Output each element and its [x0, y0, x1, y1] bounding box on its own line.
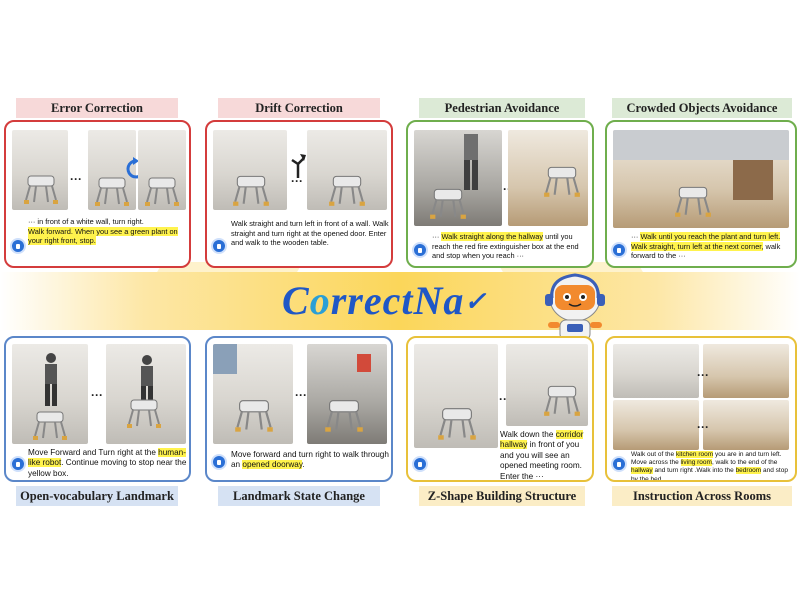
label-error-correction: Error Correction [16, 98, 178, 118]
scene-photo [213, 344, 293, 444]
scene-photo [613, 400, 699, 450]
scene-photo [613, 130, 789, 228]
scene-photo [506, 344, 588, 426]
robot-dog [127, 399, 161, 428]
instruction-text: Walk down the corridor hallway in front … [500, 430, 584, 481]
robot-dog [235, 400, 273, 432]
card-across-rooms: ··· ··· Walk out of the kitchen room you… [605, 336, 797, 482]
ellipsis: ··· [697, 420, 709, 434]
ellipsis: ··· [70, 172, 82, 186]
humanoid-robot [45, 353, 57, 406]
label-open-vocab: Open-vocabulary Landmark [16, 486, 178, 506]
fire-extinguisher-box [357, 354, 371, 372]
speaker-icon [10, 456, 26, 472]
scene-photo [508, 130, 588, 226]
card-error-correction: ··· ··· in front of a white wall, turn r… [4, 120, 191, 268]
instruction-text: Move Forward and Turn right at the human… [28, 448, 187, 478]
card-drift-correction: ··· Walk straight and turn left in front… [205, 120, 393, 268]
ellipsis: ··· [295, 388, 307, 402]
turn-arrow-icon [291, 154, 306, 178]
robot-dog [24, 175, 58, 204]
instruction-text: ··· Walk until you reach the plant and t… [631, 232, 781, 261]
central-banner [0, 272, 800, 330]
instruction-text: Move forward and turn right to walk thro… [231, 450, 389, 470]
scene-photo [613, 344, 699, 398]
scene-photo [307, 130, 387, 210]
scene-photo [307, 344, 387, 444]
person-legs [213, 344, 237, 374]
robot-dog [33, 411, 67, 440]
scene-photo [703, 400, 789, 450]
mascot-robot [545, 273, 605, 350]
robot-dog [438, 408, 476, 440]
robot-dog [233, 175, 269, 206]
card-open-vocab: ··· Move Forward and Turn right at the h… [4, 336, 191, 482]
ellipsis: ··· [291, 174, 303, 188]
label-pedestrian-avoidance: Pedestrian Avoidance [419, 98, 585, 118]
card-landmark-state: ··· Move forward and turn right to walk … [205, 336, 393, 482]
robot-dog [675, 186, 711, 217]
correctnav-logo: CorrectNa✓ [282, 278, 488, 323]
speaker-icon [10, 238, 26, 254]
label-landmark-state: Landmark State Change [218, 486, 380, 506]
scene-photo [106, 344, 186, 444]
instruction-text: ··· in front of a white wall, turn right… [28, 217, 178, 246]
scene-photo [213, 130, 287, 210]
robot-dog [329, 175, 365, 206]
speaker-icon [412, 456, 428, 472]
scene-photo [414, 130, 502, 226]
label-z-shape: Z-Shape Building Structure [419, 486, 585, 506]
scene-photo [703, 344, 789, 398]
card-z-shape: ··· Walk down the corridor hallway in fr… [406, 336, 594, 482]
instruction-text: ··· Walk straight along the hallway unti… [432, 232, 579, 261]
card-pedestrian-avoidance: ··· ··· Walk straight along the hallway … [406, 120, 594, 268]
label-crowded-objects: Crowded Objects Avoidance [612, 98, 792, 118]
robot-dog [145, 177, 179, 206]
furniture [733, 160, 773, 200]
ellipsis: ··· [91, 388, 103, 402]
speaker-icon [211, 454, 227, 470]
window-area [613, 130, 789, 160]
scene-photo [12, 344, 88, 444]
label-drift-correction: Drift Correction [218, 98, 380, 118]
humanoid-robot [141, 355, 153, 408]
speaker-icon [611, 456, 627, 472]
instruction-text: Walk straight and turn left in front of … [231, 219, 389, 248]
label-across-rooms: Instruction Across Rooms [612, 486, 792, 506]
instruction-text: Walk out of the kitchen room you are in … [631, 451, 788, 482]
robot-dog [544, 385, 580, 416]
robot-dog [544, 166, 580, 197]
scene-photo [138, 130, 186, 210]
robot-dog [325, 400, 363, 432]
speaker-icon [412, 242, 428, 258]
speaker-icon [211, 238, 227, 254]
pedestrian-figure [464, 134, 478, 190]
scene-photo [414, 344, 498, 448]
robot-dog [95, 177, 129, 206]
robot-dog [430, 188, 466, 219]
card-crowded-objects: ··· Walk until you reach the plant and t… [605, 120, 797, 268]
scene-photo [12, 130, 68, 210]
ellipsis: ··· [697, 368, 709, 382]
speaker-icon [611, 242, 627, 258]
